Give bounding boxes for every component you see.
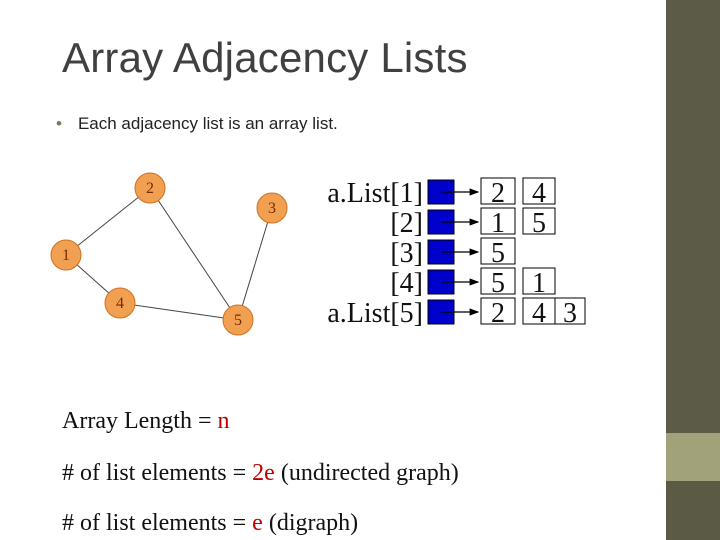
array-label-2: [2] (390, 208, 423, 239)
footer-line-2-var: 2e (252, 460, 275, 486)
list-value-1-2: 4 (532, 178, 546, 209)
list-cell-5-3 (554, 297, 586, 325)
footer-line-1-prefix: Array Length = (62, 408, 218, 434)
array-label-1: a.List[1] (327, 178, 423, 209)
bullet-item: • Each adjacency list is an array list. (56, 114, 338, 134)
graph-node-4 (104, 287, 136, 319)
graph-edge-2-1 (65, 187, 151, 256)
footer-line-2-prefix: # of list elements = (62, 460, 253, 486)
list-value-1-1: 2 (491, 178, 505, 209)
graph-edge-2-5 (149, 187, 239, 321)
list-cell-3-1 (480, 237, 516, 265)
graph-node-label-4: 4 (116, 295, 124, 312)
graph-edge-4-5 (119, 302, 239, 321)
array-label-3: [3] (390, 238, 423, 269)
array-label-4: [4] (390, 268, 423, 299)
footer-line-1: Array Length = n (62, 408, 229, 435)
graph-node-label-3: 3 (268, 200, 276, 217)
list-value-5-3: 3 (563, 298, 577, 329)
footer-line-2: # of list elements = 2e (undirected grap… (62, 460, 459, 487)
footer-line-3-var: e (252, 510, 263, 536)
list-value-5-2: 4 (532, 298, 546, 329)
footer-line-3-suffix: (digraph) (262, 510, 359, 536)
sidebar-accent (666, 433, 720, 481)
graph-edge-3-5 (237, 207, 273, 321)
footer-line-2-suffix: (undirected graph) (274, 460, 459, 486)
bullet-text: Each adjacency list is an array list. (77, 114, 338, 133)
list-cell-2-1 (480, 207, 516, 235)
sidebar-upper (666, 0, 720, 433)
graph-node-label-5: 5 (234, 312, 242, 329)
graph-node-1 (50, 239, 82, 271)
list-value-2-1: 1 (491, 208, 505, 239)
graph-node-3 (256, 192, 288, 224)
graph-node-label-2: 2 (146, 180, 154, 197)
bullet-icon: • (56, 114, 62, 133)
list-value-2-2: 5 (532, 208, 546, 239)
footer-line-3: # of list elements = e (digraph) (62, 510, 358, 537)
list-value-3-1: 5 (491, 238, 505, 269)
graph-node-2 (134, 172, 166, 204)
list-cell-4-1 (480, 267, 516, 295)
list-value-5-1: 2 (491, 298, 505, 329)
list-cell-1-2 (522, 177, 556, 205)
list-cell-5-1 (480, 297, 516, 325)
slide-title: Array Adjacency Lists (62, 34, 468, 81)
list-value-4-1: 5 (491, 268, 505, 299)
footer-line-3-prefix: # of list elements = (62, 510, 253, 536)
footer-line-1-var: n (217, 408, 230, 434)
array-label-5: a.List[5] (327, 298, 423, 329)
list-cell-2-2 (522, 207, 556, 235)
graph-node-5 (222, 304, 254, 336)
list-value-4-2: 1 (532, 268, 546, 299)
list-cell-4-2 (522, 267, 556, 295)
list-cell-1-1 (480, 177, 516, 205)
graph-node-label-1: 1 (62, 247, 70, 264)
